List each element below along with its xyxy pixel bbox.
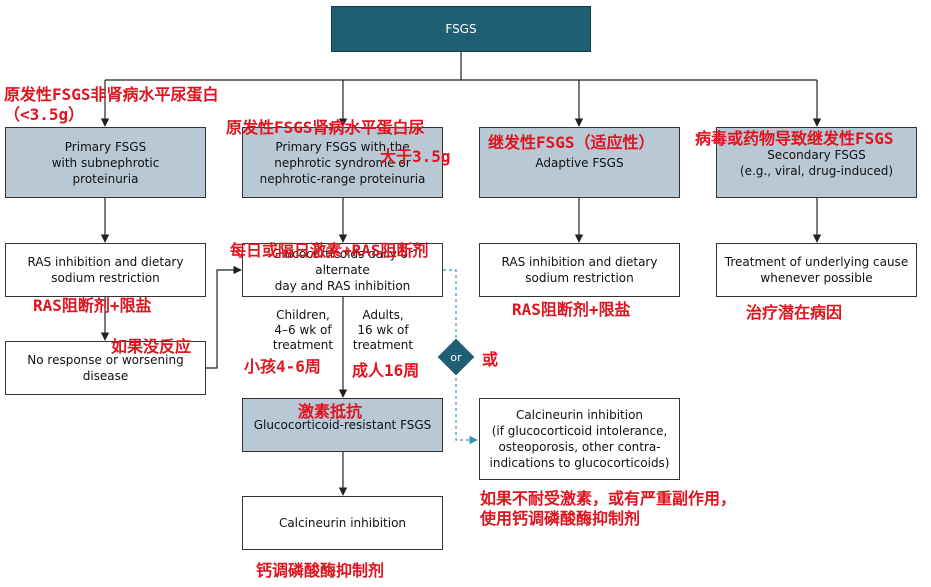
calcineurin-alt-box: Calcineurin inhibition (if glucocorticoi… <box>479 398 680 480</box>
primary-subnephrotic-box: Primary FSGS with subnephrotic proteinur… <box>5 127 206 198</box>
annotation-primary-sub: 原发性FSGS非肾病水平尿蛋白 （<3.5g） <box>4 85 219 124</box>
primary-nephrotic-box: Primary FSGS with the nephrotic syndrome… <box>242 127 443 198</box>
or-label: or <box>450 350 462 364</box>
arrow-no-response-to-gluco <box>206 265 242 369</box>
annotation-adaptive: 继发性FSGS（适应性） <box>488 133 655 152</box>
secondary-fsgs-box: Secondary FSGS (e.g., viral, drug-induce… <box>716 127 917 198</box>
annotation-children: 小孩4-6周 <box>244 357 321 376</box>
adults-branch-label: Adults, 16 wk of treatment <box>352 308 414 352</box>
annotation-secondary: 病毒或药物导致继发性FSGS <box>695 129 894 148</box>
annotation-primary-neph: 原发性FSGS肾病水平蛋白尿 <box>226 118 425 137</box>
dashed-or-to-calcineurin-alt <box>455 372 478 445</box>
dashed-gluco-to-or <box>443 269 457 342</box>
annotation-calcineurin: 钙调磷酸酶抑制剂 <box>256 561 385 580</box>
annotation-underlying: 治疗潜在病因 <box>746 303 843 322</box>
adaptive-fsgs-box: Adaptive FSGS <box>479 127 680 198</box>
annotation-ras-1: RAS阻断剂+限盐 <box>33 296 152 315</box>
ras-diet-box-1: RAS inhibition and dietary sodium restri… <box>5 243 206 297</box>
annotation-over-3-5g: 大于3.5g <box>380 147 451 166</box>
fsgs-root-box: FSGS <box>331 6 591 52</box>
ras-diet-box-2: RAS inhibition and dietary sodium restri… <box>479 243 680 297</box>
annotation-gluco: 每日或隔日激素+RAS阻断剂 <box>230 241 429 260</box>
annotation-calcineurin-alt: 如果不耐受激素，或有严重副作用， 使用钙调磷酸酶抑制剂 <box>480 489 737 528</box>
no-response-box: No response or worsening disease <box>5 341 206 395</box>
children-branch-label: Children, 4–6 wk of treatment <box>272 308 334 352</box>
annotation-or: 或 <box>482 350 499 369</box>
annotation-ras-2: RAS阻断剂+限盐 <box>512 300 631 319</box>
annotation-adults: 成人16周 <box>352 361 420 380</box>
annotation-no-response: 如果没反应 <box>111 337 192 356</box>
calcineurin-box: Calcineurin inhibition <box>242 496 443 550</box>
glucocorticoid-resistant-box: Glucocorticoid-resistant FSGS <box>242 398 443 452</box>
underlying-cause-box: Treatment of underlying cause whenever p… <box>716 243 917 297</box>
annotation-resistant: 激素抵抗 <box>298 402 363 421</box>
glucocorticoids-box: Glucocorticoids daily or alternate day a… <box>242 243 443 297</box>
